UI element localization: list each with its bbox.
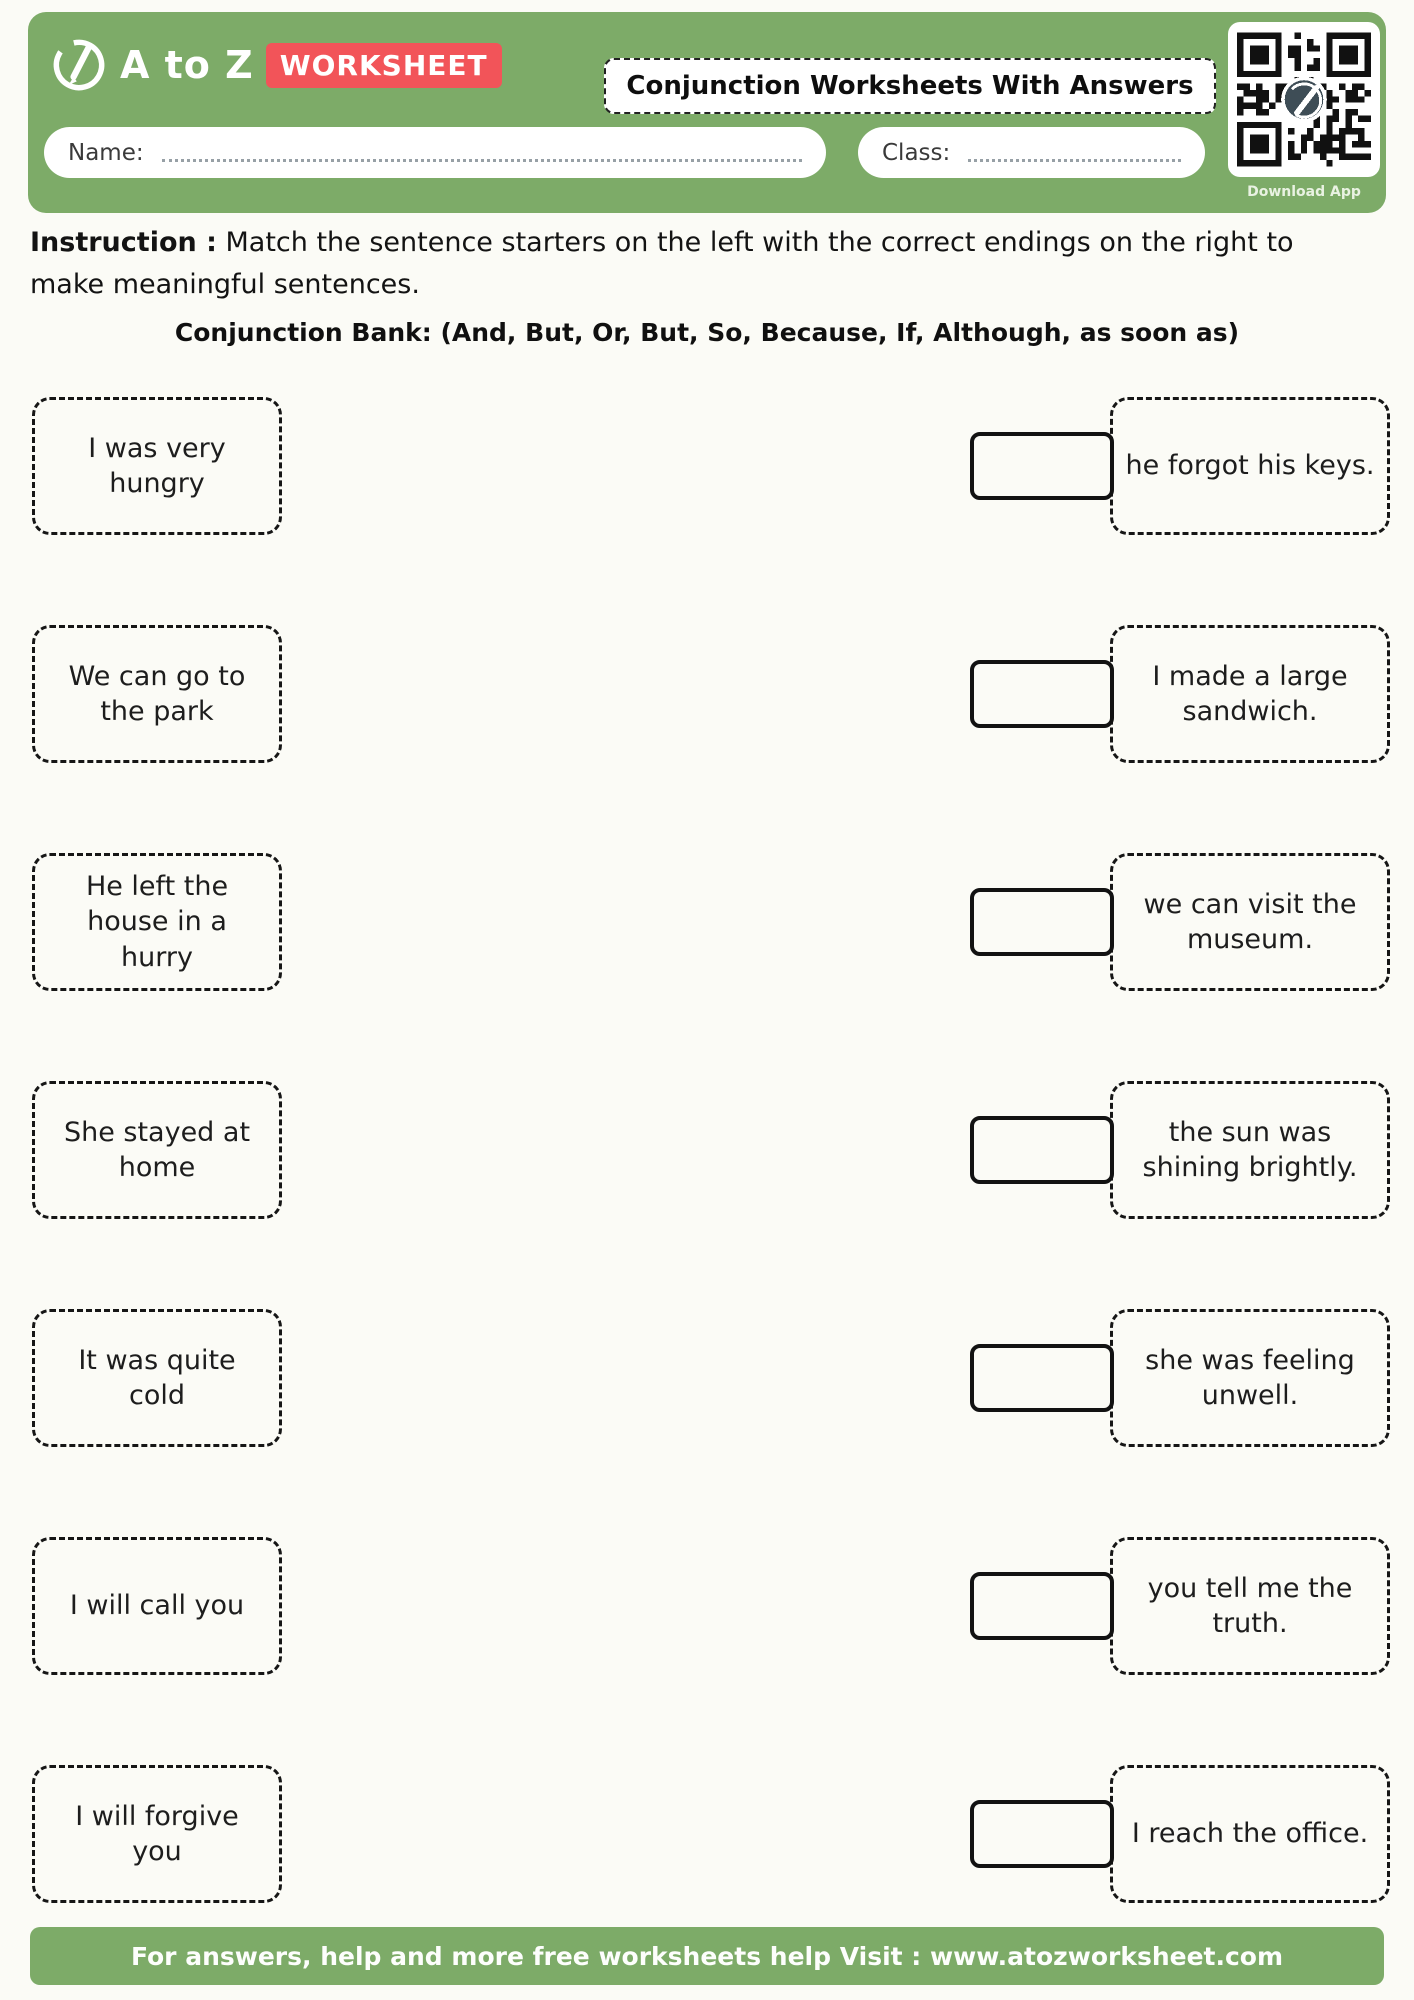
conjunction-answer-box[interactable]: [970, 1572, 1114, 1640]
conjunction-answer-box[interactable]: [970, 432, 1114, 500]
match-row: I will call you you tell me the truth.: [0, 1537, 1414, 1765]
conjunction-bank-label: Conjunction Bank:: [174, 318, 432, 347]
sentence-ending-box: he forgot his keys.: [1110, 397, 1390, 535]
footer-text: For answers, help and more free workshee…: [130, 1941, 1284, 1971]
sentence-ending-box: she was feeling unwell.: [1110, 1309, 1390, 1447]
sentence-ending-box: the sun was shining brightly.: [1110, 1081, 1390, 1219]
worksheet-title: Conjunction Worksheets With Answers: [604, 58, 1216, 114]
match-row: We can go to the park I made a large san…: [0, 625, 1414, 853]
instruction-body: Match the sentence starters on the left …: [30, 227, 1294, 300]
conjunction-answer-box[interactable]: [970, 1800, 1114, 1868]
match-row: He left the house in a hurry we can visi…: [0, 853, 1414, 1081]
sentence-ending-box: you tell me the truth.: [1110, 1537, 1390, 1675]
sentence-starter-box: She stayed at home: [32, 1081, 282, 1219]
name-label: Name:: [68, 139, 144, 166]
conjunction-answer-box[interactable]: [970, 888, 1114, 956]
match-row: She stayed at home the sun was shining b…: [0, 1081, 1414, 1309]
sentence-starter-box: It was quite cold: [32, 1309, 282, 1447]
match-row: I will forgive you I reach the office.: [0, 1765, 1414, 1993]
name-field: Name:: [44, 127, 826, 178]
conjunction-bank: Conjunction Bank: (And, But, Or, But, So…: [0, 318, 1414, 347]
name-input-line[interactable]: [161, 159, 802, 162]
footer-bar: For answers, help and more free workshee…: [30, 1927, 1384, 1985]
pencil-circle-logo-icon: [53, 39, 105, 91]
class-field: Class:: [858, 127, 1205, 178]
matching-area: I was very hungry he forgot his keys. We…: [0, 397, 1414, 1993]
sentence-starter-box: We can go to the park: [32, 625, 282, 763]
conjunction-answer-box[interactable]: [970, 1116, 1114, 1184]
sentence-ending-box: I reach the office.: [1110, 1765, 1390, 1903]
brand-name: A to Z: [120, 43, 254, 87]
match-row: It was quite cold she was feeling unwell…: [0, 1309, 1414, 1537]
sentence-ending-box: I made a large sandwich.: [1110, 625, 1390, 763]
instruction-text: Instruction : Match the sentence starter…: [30, 222, 1352, 306]
conjunction-answer-box[interactable]: [970, 660, 1114, 728]
conjunction-answer-box[interactable]: [970, 1344, 1114, 1412]
conjunction-bank-items: (And, But, Or, But, So, Because, If, Alt…: [431, 318, 1240, 347]
sentence-starter-box: I will forgive you: [32, 1765, 282, 1903]
instruction-label: Instruction :: [30, 227, 217, 258]
class-input-line[interactable]: [968, 159, 1181, 162]
qr-pattern: [1237, 31, 1371, 168]
sentence-starter-box: He left the house in a hurry: [32, 853, 282, 991]
qr-caption: Download App: [1247, 184, 1361, 200]
class-label: Class:: [882, 139, 951, 166]
brand: A to Z WORKSHEET: [50, 36, 502, 94]
sentence-starter-box: I was very hungry: [32, 397, 282, 535]
match-row: I was very hungry he forgot his keys.: [0, 397, 1414, 625]
sentence-ending-box: we can visit the museum.: [1110, 853, 1390, 991]
brand-badge: WORKSHEET: [265, 42, 502, 88]
sentence-starter-box: I will call you: [32, 1537, 282, 1675]
qr-code: [1228, 22, 1380, 177]
header-card: A to Z WORKSHEET Conjunction Worksheets …: [28, 12, 1386, 213]
